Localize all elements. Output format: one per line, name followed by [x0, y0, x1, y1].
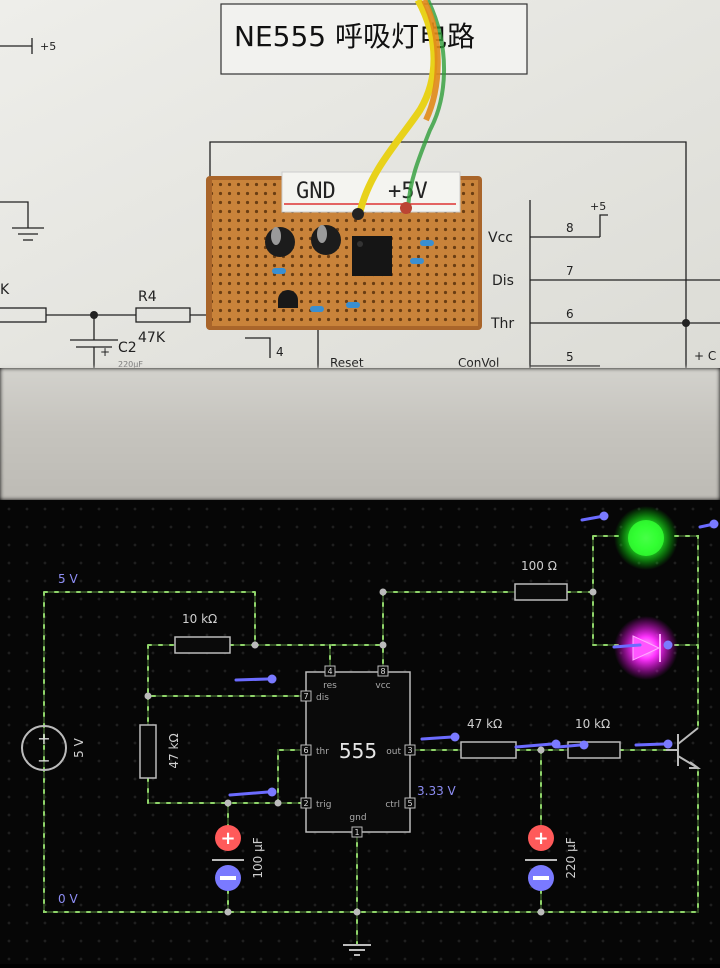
- resistor-47k-left[interactable]: [139, 724, 157, 779]
- orange-wire: [421, 0, 441, 122]
- svg-text:+: +: [37, 729, 50, 748]
- node-label-5v: 5 V: [58, 572, 78, 586]
- led-green[interactable]: [614, 506, 678, 570]
- label-plus5-right: +5: [590, 200, 606, 213]
- pin-number-3: 3: [407, 746, 412, 755]
- sim-canvas[interactable]: + − 5 V 5 V 0 V 10 kΩ 47 kΩ 100 Ω 47 kΩ …: [0, 500, 720, 964]
- pin7-label: 7: [566, 264, 574, 278]
- board-gnd-label: GND: [296, 179, 336, 204]
- wires: [43, 535, 699, 946]
- pin-gnd: gnd: [349, 813, 366, 823]
- voltage-source[interactable]: + − 5 V: [21, 725, 86, 771]
- label-dis: Dis: [492, 273, 514, 289]
- title-box: [220, 3, 528, 75]
- pin-number-5: 5: [407, 799, 412, 808]
- led-magenta[interactable]: [614, 616, 678, 680]
- label-reset: Reset: [330, 356, 364, 368]
- pin-number-1: 1: [354, 828, 359, 837]
- capacitor-100uf[interactable]: + 100 μF: [212, 825, 265, 891]
- svg-text:+: +: [220, 828, 235, 849]
- blurred-transition: [0, 368, 720, 500]
- yellow-wire: [356, 0, 438, 213]
- label-100uf: 100 μF: [251, 837, 265, 878]
- pin-number-2: 2: [303, 799, 308, 808]
- svg-text:+: +: [533, 828, 548, 849]
- label-c2: C2: [118, 340, 137, 356]
- pin-number-6: 6: [303, 746, 308, 755]
- pin-number-8: 8: [380, 667, 385, 676]
- pin8-label: 8: [566, 221, 574, 235]
- pin-number-4: 4: [327, 667, 332, 676]
- resistor-47k-out[interactable]: [460, 741, 517, 759]
- source-value-label: 5 V: [72, 737, 86, 757]
- circuit-simulator[interactable]: + − 5 V 5 V 0 V 10 kΩ 47 kΩ 100 Ω 47 kΩ …: [0, 500, 720, 964]
- voltage-probes[interactable]: [228, 514, 716, 797]
- breadboard-photo: NE555 呼吸灯电路 +5 K R4 47K + C2: [0, 0, 720, 368]
- resistor-100-ohm[interactable]: [514, 583, 568, 601]
- pin-dis: dis: [316, 693, 329, 703]
- pin6-label: 6: [566, 307, 574, 321]
- pin4-label: 4: [276, 345, 284, 359]
- pin-res: res: [323, 681, 337, 691]
- label-c2-partial: 220μF: [118, 360, 143, 368]
- junction-nodes: [144, 588, 597, 916]
- label-plus: +: [100, 345, 110, 359]
- pin-ctrl: ctrl: [385, 800, 400, 810]
- voltage-readout: 3.33 V: [417, 784, 457, 798]
- capacitor-220uf[interactable]: + 220 μF: [525, 825, 578, 891]
- ground-symbol: [343, 944, 371, 956]
- pin-thr: thr: [316, 747, 329, 757]
- pin-trig: trig: [316, 800, 331, 810]
- photo-drawing: NE555 呼吸灯电路 +5 K R4 47K + C2: [0, 0, 720, 368]
- label-220uf: 220 μF: [564, 837, 578, 878]
- resistor-10k-top[interactable]: [174, 636, 231, 654]
- label-r4: R4: [138, 289, 157, 305]
- probe-tips: [267, 511, 719, 797]
- label-10k-top: 10 kΩ: [182, 612, 217, 626]
- pin5-label: 5: [566, 350, 574, 364]
- label-k: K: [0, 282, 10, 298]
- label-47k-left: 47 kΩ: [167, 733, 181, 768]
- label-47k-out: 47 kΩ: [467, 717, 502, 731]
- label-plus5-top: +5: [40, 40, 56, 53]
- label-thr: Thr: [490, 316, 514, 332]
- label-vcc: Vcc: [488, 230, 513, 246]
- transistor-npn[interactable]: [666, 727, 701, 769]
- pin-out: out: [386, 747, 401, 757]
- svg-text:−: −: [37, 751, 50, 770]
- ic-555[interactable]: 555 res vcc dis thr out trig ctrl gnd 4 …: [300, 665, 416, 838]
- perfboard: GND +5V: [206, 171, 482, 330]
- pin-number-7: 7: [303, 692, 308, 701]
- label-r4-value: 47K: [138, 330, 166, 346]
- pin-vcc: vcc: [375, 681, 390, 691]
- chip-name: 555: [339, 739, 377, 763]
- label-c-right: + C: [694, 349, 716, 363]
- label-10k-base: 10 kΩ: [575, 717, 610, 731]
- node-label-0v: 0 V: [58, 892, 78, 906]
- label-conv: ConVol: [458, 356, 499, 368]
- transistor: [278, 290, 298, 308]
- label-100-ohm: 100 Ω: [521, 559, 557, 573]
